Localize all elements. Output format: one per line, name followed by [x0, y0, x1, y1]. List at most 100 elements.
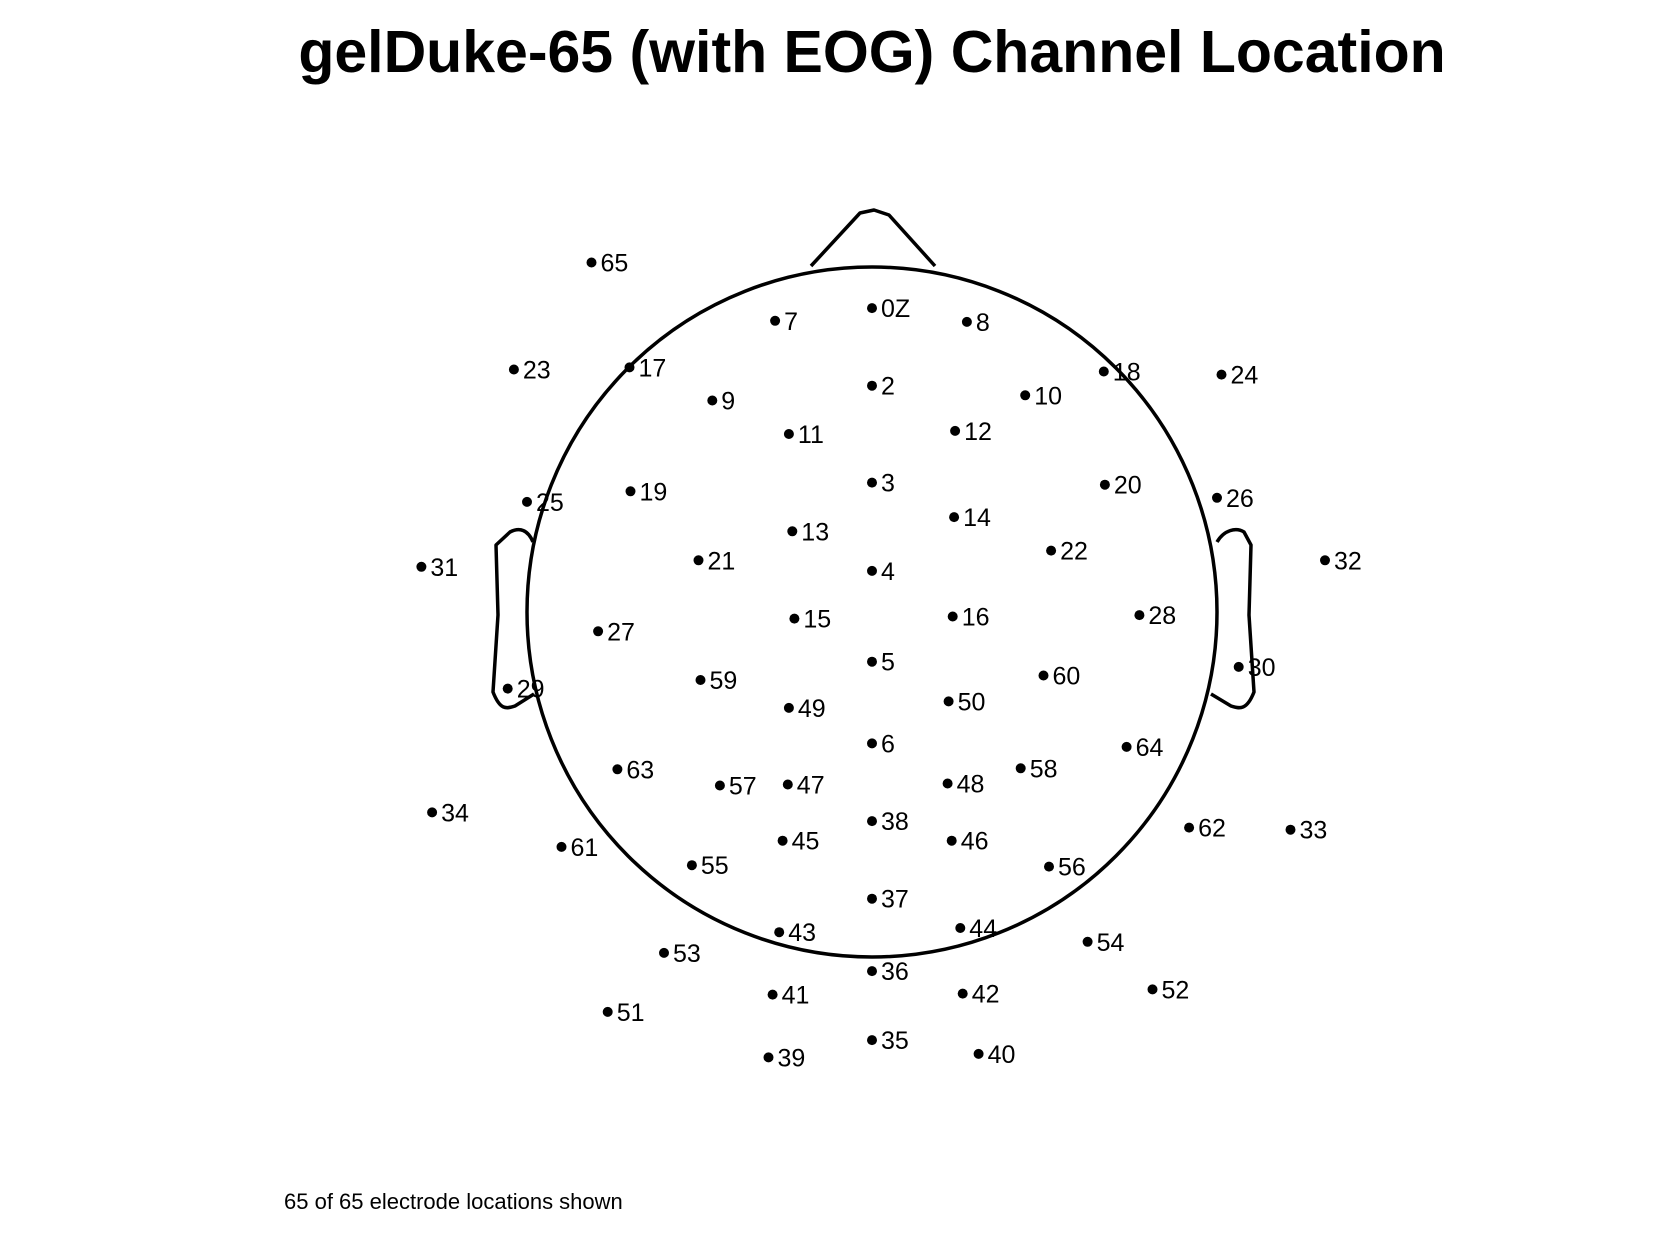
electrode-label: 18 — [1113, 359, 1141, 387]
electrode-64: 64 — [1121, 734, 1164, 762]
electrode-dot — [867, 477, 877, 488]
electrode-10: 10 — [1020, 382, 1062, 410]
electrode-label: 11 — [798, 421, 824, 449]
electrode-label: 36 — [881, 958, 909, 986]
electrode-label: 46 — [961, 828, 989, 856]
electrode-dot — [767, 989, 778, 1000]
electrode-label: 50 — [958, 688, 986, 716]
electrode-18: 18 — [1098, 359, 1141, 387]
electrode-dot — [777, 835, 788, 846]
electrode-label: 65 — [601, 250, 629, 278]
electrode-label: 25 — [536, 489, 564, 517]
electrode-60: 60 — [1038, 663, 1080, 691]
electrode-label: 51 — [617, 999, 645, 1027]
electrode-dot — [686, 860, 697, 871]
electrode-dot — [1015, 763, 1026, 774]
electrode-37: 37 — [867, 886, 909, 914]
electrode-label: 6 — [881, 730, 895, 758]
electrode-33: 33 — [1285, 817, 1328, 845]
electrode-dot — [789, 613, 800, 624]
electrode-label: 44 — [969, 915, 997, 943]
electrode-dot — [867, 380, 877, 391]
electrode-40: 40 — [973, 1041, 1016, 1069]
electrode-dot — [783, 702, 794, 713]
electrode-dot — [1285, 824, 1296, 835]
electrode-label: 38 — [881, 808, 909, 836]
electrode-label: 57 — [729, 773, 757, 801]
electrode-label: 58 — [1030, 755, 1058, 783]
electrode-dot — [602, 1006, 613, 1017]
electrode-8: 8 — [961, 309, 990, 337]
electrode-22: 22 — [1046, 538, 1088, 566]
electrode-27: 27 — [593, 618, 635, 646]
electrode-dot — [1320, 555, 1330, 566]
electrode-label: 13 — [801, 518, 829, 546]
electrode-label: 59 — [710, 667, 738, 695]
electrode-32: 32 — [1320, 547, 1362, 575]
electrode-14: 14 — [949, 504, 991, 532]
electrode-dot — [502, 683, 513, 694]
electrode-dot — [1233, 661, 1244, 672]
electrode-dot — [427, 807, 438, 818]
electrode-dot — [1147, 984, 1158, 995]
electrode-58: 58 — [1015, 755, 1058, 783]
electrode-dot — [1046, 545, 1057, 556]
electrode-34: 34 — [427, 799, 469, 827]
electrode-label: 14 — [963, 504, 991, 532]
electrode-23: 23 — [508, 357, 551, 385]
electrode-label: 33 — [1300, 817, 1328, 845]
electrode-dot — [783, 429, 794, 439]
electrode-label: 0Z — [881, 295, 910, 323]
head-outline — [491, 208, 1256, 959]
electrode-dot — [1134, 610, 1145, 621]
electrode-dot — [867, 1035, 877, 1046]
electrode-label: 22 — [1060, 538, 1088, 566]
electrode-54: 54 — [1082, 929, 1125, 957]
right-ear-icon — [1210, 528, 1256, 710]
electrode-42: 42 — [957, 981, 1000, 1009]
head-circle — [525, 265, 1219, 959]
electrode-45: 45 — [777, 828, 820, 856]
electrode-dot — [787, 526, 798, 537]
electrode-dot — [707, 395, 718, 406]
electrode-label: 63 — [626, 756, 654, 784]
electrode-7: 7 — [770, 308, 798, 336]
electrode-28: 28 — [1134, 602, 1176, 630]
electrode-2: 2 — [867, 373, 895, 401]
electrode-9: 9 — [707, 388, 735, 416]
electrode-24: 24 — [1216, 362, 1258, 390]
electrode-65: 65 — [586, 250, 629, 278]
electrode-dot — [586, 257, 597, 268]
plot-title: gelDuke-65 (with EOG) Channel Location — [298, 19, 1445, 85]
electrode-label: 4 — [881, 558, 895, 586]
electrode-63: 63 — [612, 756, 654, 784]
electrode-dot — [946, 835, 957, 846]
electrode-dot — [955, 923, 966, 933]
electrode-6: 6 — [867, 730, 895, 758]
electrode-count-caption: 65 of 65 electrode locations shown — [284, 1189, 623, 1214]
electrode-44: 44 — [955, 915, 997, 943]
electrode-label: 40 — [988, 1041, 1016, 1069]
electrode-52: 52 — [1147, 976, 1190, 1004]
electrode-dot — [947, 611, 958, 622]
electrode-dot — [593, 626, 604, 637]
electrode-dot — [770, 315, 781, 326]
electrode-dot — [695, 675, 706, 685]
electrode-49: 49 — [783, 695, 826, 723]
electrode-dot — [942, 778, 953, 789]
electrode-dot — [782, 779, 793, 790]
electrode-dot — [625, 486, 636, 497]
electrode-13: 13 — [787, 518, 829, 546]
electrode-label: 37 — [881, 886, 909, 914]
electrode-39: 39 — [763, 1044, 805, 1072]
electrode-35: 35 — [867, 1027, 909, 1055]
electrode-16: 16 — [947, 604, 990, 632]
electrode-5: 5 — [867, 649, 895, 677]
electrode-label: 27 — [607, 618, 635, 646]
electrode-12: 12 — [950, 418, 992, 446]
electrode-label: 52 — [1162, 976, 1190, 1004]
electrode-label: 45 — [792, 828, 820, 856]
electrode-26: 26 — [1212, 485, 1254, 513]
electrode-label: 23 — [523, 357, 551, 385]
electrode-29: 29 — [502, 676, 545, 704]
